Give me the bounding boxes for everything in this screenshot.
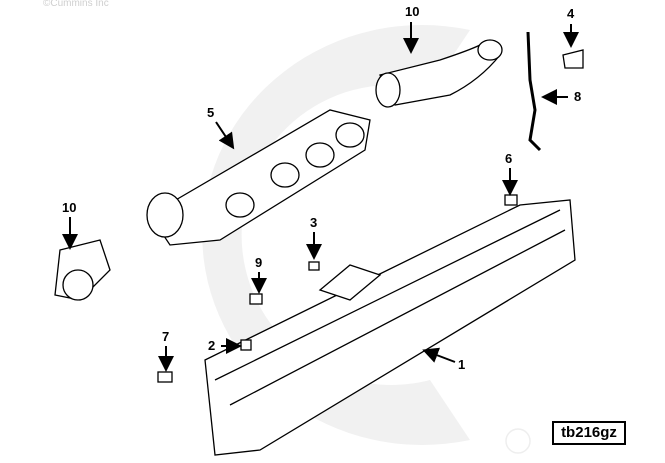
callout-10-left: 10 [62,200,77,215]
part-7-bolt [157,371,173,383]
callout-9: 9 [255,255,263,270]
callout-7: 7 [162,329,170,344]
reference-label: tb216gz [552,421,626,445]
callout-5: 5 [207,105,215,120]
part-6-bolt [504,194,518,206]
part-9-bolt [249,293,263,305]
callout-1: 1 [458,357,466,372]
part-2-plug [240,339,252,351]
callout-8: 8 [574,89,582,104]
callout-4: 4 [567,6,575,21]
part-8-tube [526,31,542,152]
copyright-text: ©Cummins Inc [43,0,109,9]
callout-6: 6 [505,151,513,166]
part-1-body [204,199,576,456]
part-3-bolt [308,261,320,271]
callout-arrows [62,22,579,372]
part-4-clamp [562,49,584,69]
callout-2: 2 [208,338,216,353]
callout-3: 3 [310,215,318,230]
callout-10-top: 10 [405,4,420,19]
